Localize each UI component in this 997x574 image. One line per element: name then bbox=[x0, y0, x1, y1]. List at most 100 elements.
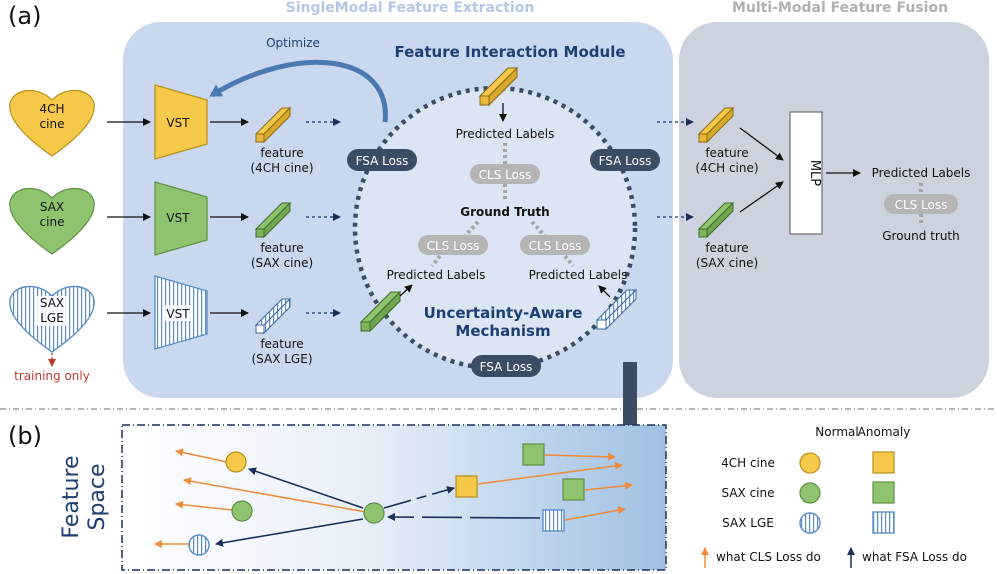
right-predicted-labels: Predicted Labels bbox=[529, 268, 628, 282]
circle-feature-4ch bbox=[478, 66, 519, 107]
arrow-fusion1-mlp bbox=[739, 127, 784, 161]
input-heart-sax-lge: SAX LGE bbox=[9, 285, 95, 353]
top-predicted-labels: Predicted Labels bbox=[456, 127, 555, 141]
fim-title: Feature Interaction Module bbox=[394, 43, 625, 61]
vst-block-sax-cine: VST bbox=[154, 181, 208, 256]
feature-sax-lge-line2: (SAX LGE) bbox=[251, 352, 312, 366]
uam-title-1: Uncertainty-Aware bbox=[424, 304, 583, 322]
legend-anomaly-4ch-icon bbox=[872, 451, 895, 474]
cls-arrow bbox=[175, 448, 228, 463]
uam-title-2: Mechanism bbox=[455, 322, 550, 340]
feature-space-label-2: Space bbox=[85, 463, 110, 530]
legend-anomaly-header: Anomaly bbox=[858, 425, 911, 439]
legend-anomaly-sax-cine-icon bbox=[872, 481, 895, 504]
fsa-arrow bbox=[215, 518, 364, 547]
anomaly-sax-cine-point-2 bbox=[562, 478, 585, 501]
fusion-feature-sax-line2: (SAX cine) bbox=[696, 256, 758, 270]
arrow-fusion2-mlp bbox=[739, 181, 784, 213]
fusion-feature-4ch bbox=[697, 106, 735, 144]
feature-sax-cine-line1: feature bbox=[260, 241, 303, 255]
input-sax-cine-line1: SAX bbox=[40, 200, 64, 214]
left-predicted-labels: Predicted Labels bbox=[387, 268, 486, 282]
vst-block-sax-lge: VST bbox=[154, 275, 208, 350]
cls-loss-pill-left: CLS Loss bbox=[418, 235, 488, 255]
anchor-sax-cine-point bbox=[363, 502, 385, 524]
legend-row-sax-lge: SAX LGE bbox=[722, 516, 774, 530]
feature-sax-lge-line1: feature bbox=[260, 337, 303, 351]
fusion-predicted-labels: Predicted Labels bbox=[872, 166, 971, 180]
feature-bar-sax-lge bbox=[254, 297, 292, 335]
circle-feature-sax-lge bbox=[595, 288, 638, 331]
arrow-lge-to-predicted bbox=[598, 285, 611, 298]
ground-truth-center: Ground Truth bbox=[460, 205, 549, 219]
cls-arrow bbox=[175, 500, 233, 511]
fsa-arrow bbox=[383, 486, 455, 509]
fsa-arrow bbox=[248, 467, 364, 509]
fsa-loss-pill-right: FSA Loss bbox=[590, 149, 660, 171]
fsa-loss-pill-bottom: FSA Loss bbox=[471, 355, 541, 377]
fusion-feature-sax-cine bbox=[697, 201, 735, 239]
legend-normal-header: Normal bbox=[815, 425, 858, 439]
input-sax-lge-line2: LGE bbox=[40, 311, 64, 325]
anomaly-sax-cine-point-1 bbox=[522, 443, 545, 466]
cls-arrow bbox=[584, 481, 633, 491]
circle-feature-sax-cine bbox=[359, 290, 402, 333]
optimize-label: Optimize bbox=[266, 36, 320, 50]
input-sax-cine-line2: cine bbox=[40, 215, 65, 229]
arrow-green-to-predicted bbox=[399, 284, 413, 297]
mlp-label: MLP bbox=[807, 160, 822, 186]
input-heart-4ch-cine: 4CH cine bbox=[9, 89, 95, 157]
multi-modal-title: Multi-Modal Feature Fusion bbox=[732, 0, 948, 16]
anomaly-4ch-point bbox=[455, 475, 478, 498]
feature-bar-sax-cine bbox=[254, 201, 292, 239]
legend-normal-sax-lge-icon bbox=[799, 512, 821, 534]
vst-block-4ch: VST bbox=[154, 84, 208, 160]
cls-loss-pill-fusion: CLS Loss bbox=[884, 194, 958, 214]
cls-loss-label: CLS Loss bbox=[479, 168, 532, 182]
feature-space-label-1: Feature bbox=[59, 455, 84, 538]
legend-normal-sax-cine-icon bbox=[799, 482, 821, 504]
vst-label: VST bbox=[166, 211, 190, 225]
vst-label: VST bbox=[166, 116, 190, 130]
legend-fsa-desc: what FSA Loss do bbox=[862, 550, 967, 564]
cls-arrow bbox=[183, 477, 367, 513]
cls-arrow bbox=[564, 506, 626, 521]
multi-modal-panel bbox=[679, 22, 989, 398]
legend-cls-desc: what CLS Loss do bbox=[716, 550, 821, 564]
fusion-feature-4ch-line1: feature bbox=[705, 146, 748, 160]
panel-b-label: (b) bbox=[8, 422, 42, 450]
input-sax-lge-line1: SAX bbox=[40, 296, 64, 310]
legend-row-4ch: 4CH cine bbox=[721, 456, 775, 470]
fsa-loss-label: FSA Loss bbox=[599, 154, 652, 168]
feature-4ch-line2: (4CH cine) bbox=[250, 161, 313, 175]
cls-arrow bbox=[477, 461, 623, 485]
fsa-loss-label: FSA Loss bbox=[356, 154, 409, 168]
mlp-box bbox=[789, 111, 823, 235]
cls-loss-label: CLS Loss bbox=[895, 198, 948, 212]
normal-sax-cine-point bbox=[231, 500, 253, 522]
legend-row-sax-cine: SAX cine bbox=[721, 486, 774, 500]
input-heart-sax-cine: SAX cine bbox=[9, 187, 95, 255]
fusion-feature-sax-line1: feature bbox=[705, 241, 748, 255]
cls-loss-pill-top: CLS Loss bbox=[470, 164, 540, 184]
feature-sax-cine-line2: (SAX cine) bbox=[251, 256, 313, 270]
fsa-arrow bbox=[387, 513, 541, 522]
cls-loss-label: CLS Loss bbox=[529, 239, 582, 253]
legend-anomaly-sax-lge-icon bbox=[872, 511, 895, 534]
input-4ch-line2: cine bbox=[40, 117, 65, 131]
cls-arrow bbox=[544, 452, 616, 461]
normal-sax-lge-point bbox=[188, 534, 210, 556]
panel-a-label: (a) bbox=[8, 2, 41, 30]
dotted-connector-left-2 bbox=[430, 254, 442, 268]
feature-4ch-line1: feature bbox=[260, 146, 303, 160]
single-modal-title: SingleModal Feature Extraction bbox=[286, 0, 535, 16]
feature-bar-4ch-cine bbox=[254, 106, 292, 144]
fusion-feature-4ch-line2: (4CH cine) bbox=[695, 161, 758, 175]
training-only-label: training only bbox=[14, 369, 90, 383]
fsa-loss-label: FSA Loss bbox=[480, 360, 533, 374]
legend-normal-4ch-icon bbox=[799, 452, 821, 474]
cls-loss-label: CLS Loss bbox=[427, 239, 480, 253]
optimize-arrow bbox=[209, 59, 388, 123]
fusion-ground-truth: Ground truth bbox=[882, 229, 960, 243]
